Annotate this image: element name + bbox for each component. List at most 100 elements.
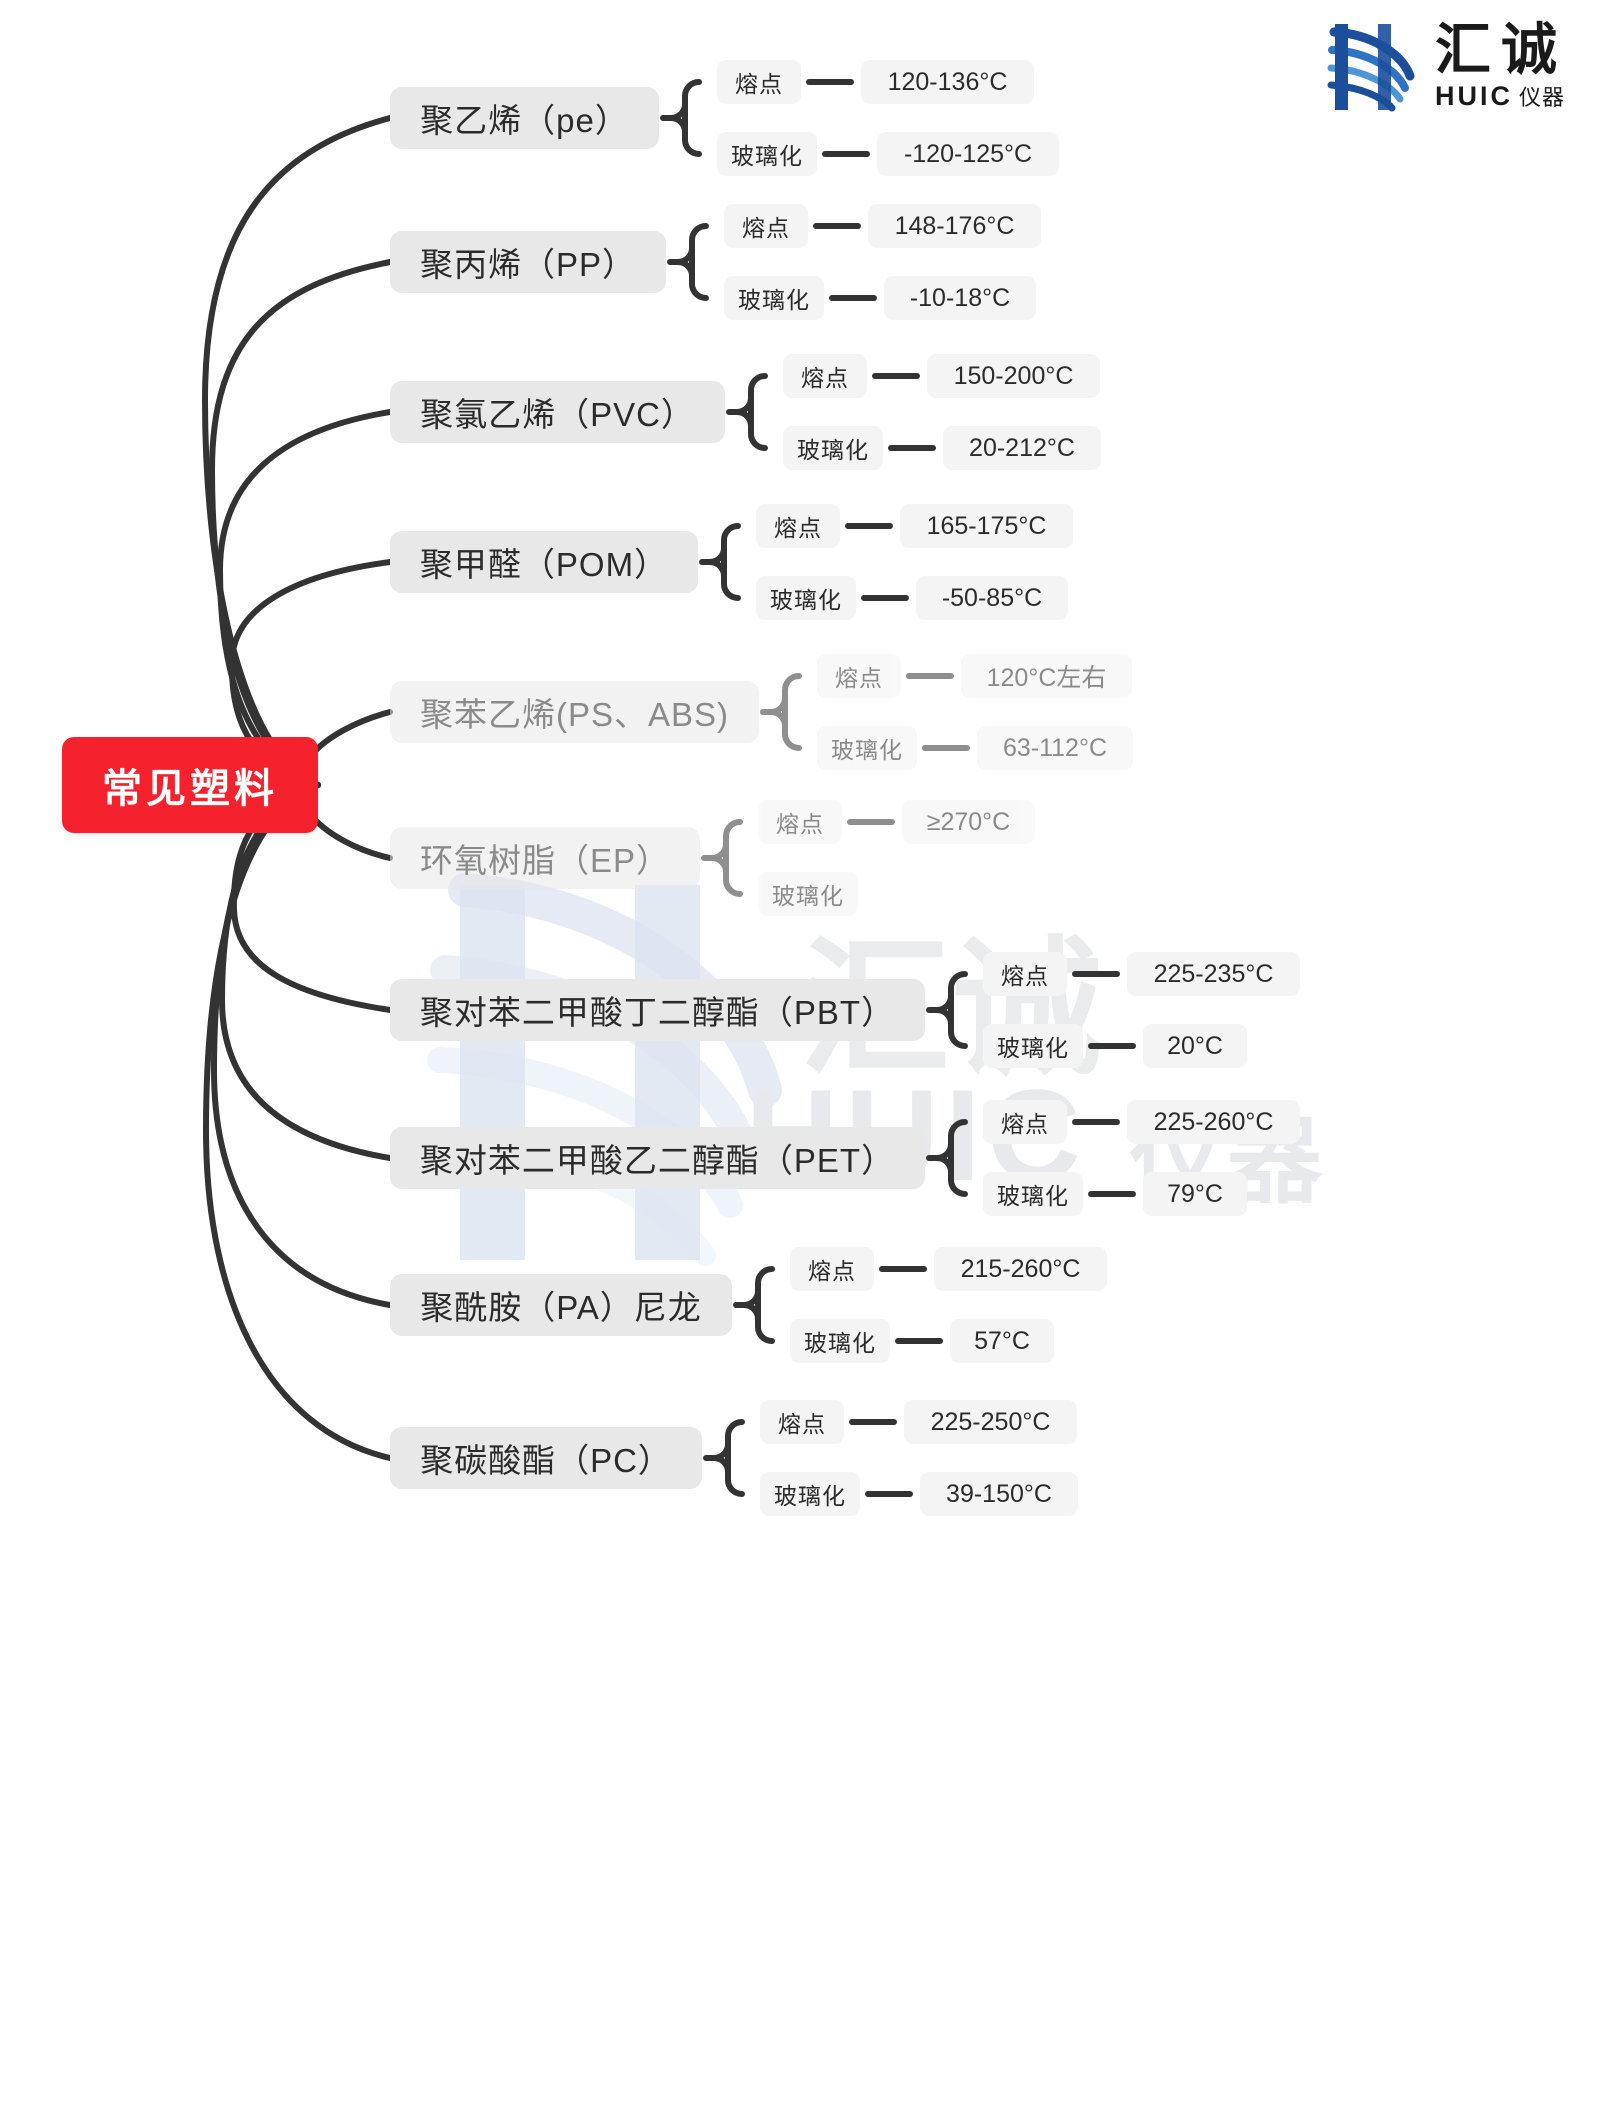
- glass-transition-value-0-label: -120-125°C: [903, 139, 1033, 168]
- melting-point-label-6[interactable]: 熔点: [983, 952, 1067, 996]
- melting-point-value-7[interactable]: 225-260°C: [1127, 1100, 1300, 1144]
- glass-transition-value-2-label: 20-212°C: [969, 433, 1075, 462]
- glass-transition-value-6-label: 20°C: [1167, 1031, 1223, 1060]
- glass-transition-label-2[interactable]: 玻璃化: [783, 426, 883, 470]
- polymer-node-6[interactable]: 聚对苯二甲酸丁二醇酯（PBT）: [390, 979, 925, 1041]
- brace-3: [699, 523, 741, 601]
- brace-1: [667, 223, 709, 301]
- polymer-node-3-label: 聚甲醛（POM）: [419, 546, 669, 583]
- melting-point-label-7-label: 熔点: [1001, 1111, 1049, 1137]
- melting-point-label-5[interactable]: 熔点: [758, 800, 842, 844]
- glass-transition-value-1[interactable]: -10-18°C: [884, 276, 1036, 320]
- glass-transition-label-1-label: 玻璃化: [738, 287, 810, 313]
- root-label: 常见塑料: [102, 767, 278, 811]
- polymer-node-3[interactable]: 聚甲醛（POM）: [390, 531, 698, 593]
- glass-transition-label-1[interactable]: 玻璃化: [724, 276, 824, 320]
- brace-5: [701, 819, 743, 897]
- logo-company-name: 汇诚: [1435, 18, 1567, 82]
- glass-transition-value-4[interactable]: 63-112°C: [977, 726, 1133, 770]
- glass-transition-label-3-label: 玻璃化: [770, 587, 842, 613]
- polymer-node-7[interactable]: 聚对苯二甲酸乙二醇酯（PET）: [390, 1127, 925, 1189]
- polymer-node-8[interactable]: 聚酰胺（PA）尼龙: [390, 1274, 732, 1336]
- polymer-node-9[interactable]: 聚碳酸酯（PC）: [390, 1427, 702, 1489]
- glass-transition-label-9[interactable]: 玻璃化: [760, 1472, 860, 1516]
- melting-point-label-0[interactable]: 熔点: [717, 60, 801, 104]
- glass-transition-label-4-label: 玻璃化: [831, 737, 903, 763]
- melting-point-value-5[interactable]: ≥270°C: [902, 800, 1035, 844]
- polymer-node-7-label: 聚对苯二甲酸乙二醇酯（PET）: [419, 1142, 896, 1179]
- melting-point-label-1[interactable]: 熔点: [724, 204, 808, 248]
- melting-point-label-2-label: 熔点: [801, 365, 849, 391]
- melting-point-label-0-label: 熔点: [735, 71, 783, 97]
- glass-transition-value-3[interactable]: -50-85°C: [916, 576, 1068, 620]
- melting-point-value-6[interactable]: 225-235°C: [1127, 952, 1300, 996]
- melting-point-label-1-label: 熔点: [742, 215, 790, 241]
- glass-transition-value-0[interactable]: -120-125°C: [877, 132, 1059, 176]
- glass-transition-label-3[interactable]: 玻璃化: [756, 576, 856, 620]
- brand-logo: 汇诚 HUIC 仪器: [1320, 14, 1567, 119]
- glass-transition-label-5-label: 玻璃化: [772, 883, 844, 909]
- glass-transition-value-1-label: -10-18°C: [909, 283, 1011, 312]
- melting-point-value-3[interactable]: 165-175°C: [900, 504, 1073, 548]
- melting-point-value-6-label: 225-235°C: [1153, 959, 1274, 988]
- melting-point-value-5-label: ≥270°C: [926, 807, 1011, 836]
- melting-point-value-4[interactable]: 120°C左右: [961, 654, 1132, 698]
- polymer-node-6-label: 聚对苯二甲酸丁二醇酯（PBT）: [419, 994, 896, 1031]
- glass-transition-value-2[interactable]: 20-212°C: [943, 426, 1101, 470]
- polymer-node-5-label: 环氧树脂（EP）: [419, 842, 671, 879]
- melting-point-label-7[interactable]: 熔点: [983, 1100, 1067, 1144]
- melting-point-label-4[interactable]: 熔点: [817, 654, 901, 698]
- brace-4: [760, 673, 802, 751]
- melting-point-value-0-label: 120-136°C: [887, 67, 1008, 96]
- brace-9: [703, 1419, 745, 1497]
- brace-8: [733, 1266, 775, 1344]
- melting-point-label-8[interactable]: 熔点: [790, 1247, 874, 1291]
- brace-6: [926, 971, 968, 1049]
- melting-point-label-6-label: 熔点: [1001, 963, 1049, 989]
- melting-point-value-9-label: 225-250°C: [930, 1407, 1051, 1436]
- melting-point-value-3-label: 165-175°C: [926, 511, 1047, 540]
- melting-point-value-8[interactable]: 215-260°C: [934, 1247, 1107, 1291]
- glass-transition-value-7-label: 79°C: [1167, 1179, 1223, 1208]
- melting-point-value-2[interactable]: 150-200°C: [927, 354, 1100, 398]
- polymer-node-8-label: 聚酰胺（PA）尼龙: [420, 1289, 702, 1326]
- glass-transition-value-8[interactable]: 57°C: [950, 1319, 1054, 1363]
- glass-transition-label-0[interactable]: 玻璃化: [717, 132, 817, 176]
- glass-transition-label-2-label: 玻璃化: [797, 437, 869, 463]
- melting-point-label-4-label: 熔点: [835, 665, 883, 691]
- polymer-node-4[interactable]: 聚苯乙烯(PS、ABS): [390, 681, 759, 743]
- melting-point-value-4-label: 120°C左右: [986, 664, 1107, 692]
- melting-point-value-1-label: 148-176°C: [894, 211, 1015, 240]
- polymer-node-2[interactable]: 聚氯乙烯（PVC）: [390, 381, 725, 443]
- glass-transition-value-6[interactable]: 20°C: [1143, 1024, 1247, 1068]
- melting-point-label-9[interactable]: 熔点: [760, 1400, 844, 1444]
- glass-transition-label-5[interactable]: 玻璃化: [758, 872, 858, 916]
- polymer-node-0[interactable]: 聚乙烯（pe）: [390, 87, 659, 149]
- logo-globe-icon: [1320, 14, 1425, 119]
- glass-transition-label-6[interactable]: 玻璃化: [983, 1024, 1083, 1068]
- glass-transition-value-3-label: -50-85°C: [941, 583, 1043, 612]
- polymer-node-9-label: 聚碳酸酯（PC）: [420, 1442, 672, 1479]
- glass-transition-label-7[interactable]: 玻璃化: [983, 1172, 1083, 1216]
- melting-point-label-9-label: 熔点: [778, 1411, 826, 1437]
- polymer-node-2-label: 聚氯乙烯（PVC）: [420, 396, 695, 433]
- melting-point-value-9[interactable]: 225-250°C: [904, 1400, 1077, 1444]
- polymer-node-0-label: 聚乙烯（pe）: [420, 102, 629, 139]
- root-node[interactable]: 常见塑料: [62, 737, 318, 833]
- glass-transition-value-9[interactable]: 39-150°C: [920, 1472, 1078, 1516]
- glass-transition-value-4-label: 63-112°C: [1002, 733, 1108, 762]
- polymer-node-5[interactable]: 环氧树脂（EP）: [390, 827, 700, 889]
- melting-point-label-3[interactable]: 熔点: [756, 504, 840, 548]
- glass-transition-value-9-label: 39-150°C: [946, 1479, 1052, 1508]
- melting-point-value-7-label: 225-260°C: [1153, 1107, 1274, 1136]
- melting-point-label-5-label: 熔点: [776, 811, 824, 837]
- melting-point-value-1[interactable]: 148-176°C: [868, 204, 1041, 248]
- melting-point-label-2[interactable]: 熔点: [783, 354, 867, 398]
- glass-transition-value-7[interactable]: 79°C: [1143, 1172, 1247, 1216]
- melting-point-value-0[interactable]: 120-136°C: [861, 60, 1034, 104]
- polymer-node-1[interactable]: 聚丙烯（PP）: [390, 231, 666, 293]
- logo-company-en: HUIC: [1435, 80, 1513, 111]
- melting-point-label-3-label: 熔点: [774, 515, 822, 541]
- glass-transition-label-8[interactable]: 玻璃化: [790, 1319, 890, 1363]
- glass-transition-label-4[interactable]: 玻璃化: [817, 726, 917, 770]
